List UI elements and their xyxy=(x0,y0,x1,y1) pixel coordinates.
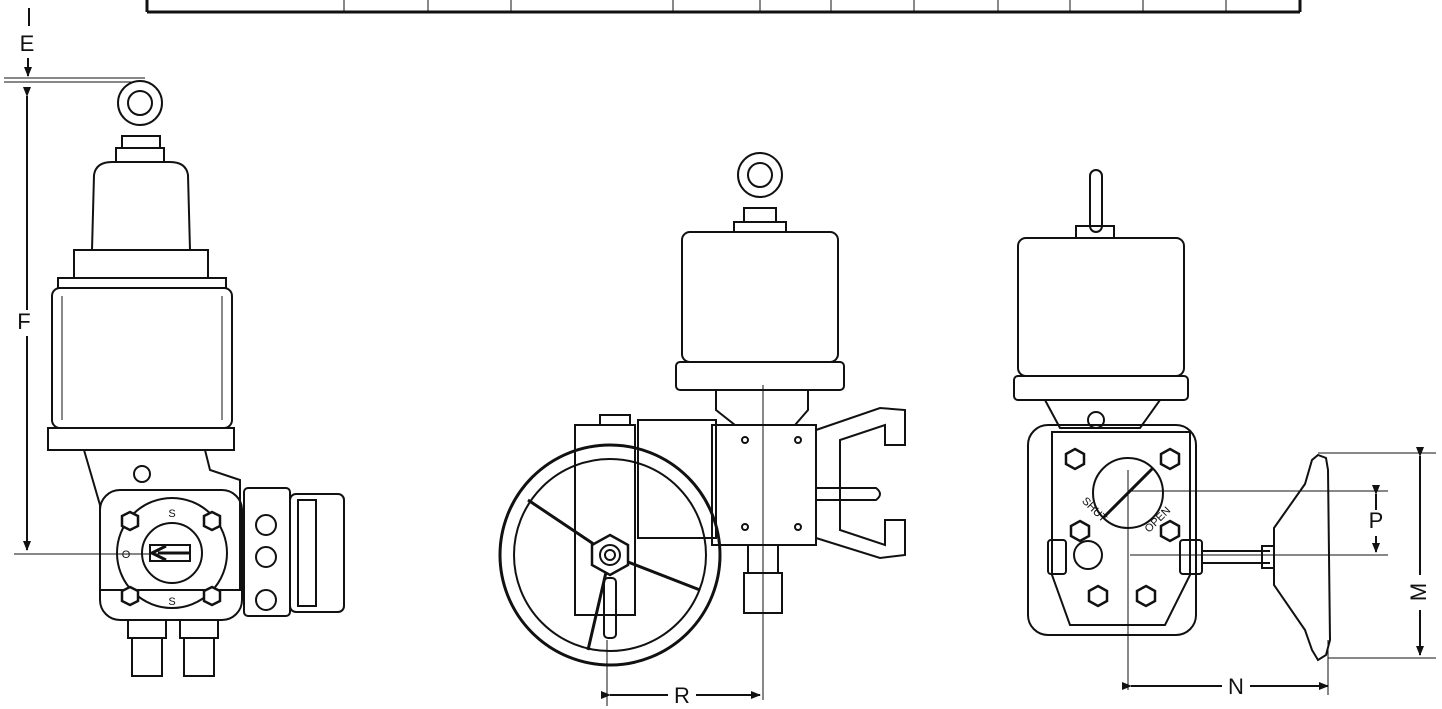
dimension-label-n: N xyxy=(1228,674,1244,699)
right-view-side: SHUT OPEN P M N xyxy=(1013,169,1436,699)
middle-view-front: R xyxy=(498,152,906,708)
dimension-label-e: E xyxy=(20,31,35,56)
hex-bolt-icon xyxy=(120,510,222,607)
position-arrow-icon xyxy=(148,544,191,562)
dial-label-s-top: S xyxy=(168,508,175,520)
dimension-label-m: M xyxy=(1406,583,1431,601)
dimension-label-f: F xyxy=(17,309,30,334)
dimension-label-p: P xyxy=(1369,508,1384,533)
spec-table-fragment xyxy=(145,0,1302,14)
dial-label-o: O xyxy=(122,549,131,561)
left-view-side: E F S S xyxy=(4,8,345,677)
dial-label-s-bottom: S xyxy=(168,596,175,608)
hex-bolt-icon xyxy=(1064,447,1181,608)
dimension-label-r: R xyxy=(674,683,690,708)
